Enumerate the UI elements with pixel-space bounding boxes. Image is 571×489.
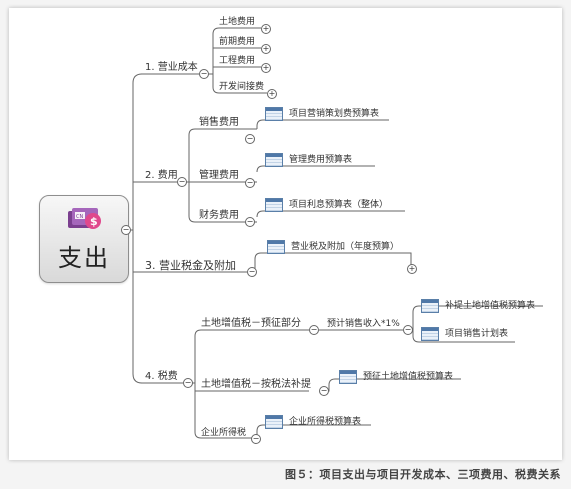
svg-text:$: $ [90,215,98,228]
node-lat-prepaid-toggle[interactable]: − [309,325,319,335]
node-lat-settlement[interactable]: 土地增值税－按税法补提 [201,379,311,390]
node-sales-expense[interactable]: 销售费用 [199,117,239,128]
table-icon [421,327,439,341]
card-text: CN [76,214,83,220]
node-finance-expense[interactable]: 财务费用 [199,210,239,221]
diagram-panel: CN $ 支出 − 1. 营业成本 − 土地费用 + 前期费用 + 工程费用 +… [9,8,562,460]
node-land-cost[interactable]: 土地费用 [219,17,256,27]
node-lat-settlement-toggle[interactable]: − [319,386,329,396]
table-admin-budget[interactable]: 管理费用预算表 [289,155,353,165]
root-node[interactable]: CN $ 支出 [39,195,129,283]
branch-operating-cost[interactable]: 1. 营业成本 [145,62,198,73]
node-estimated-sales-toggle[interactable]: − [403,325,413,335]
node-engineering-cost[interactable]: 工程费用 [219,56,256,66]
root-collapse-toggle[interactable]: − [121,225,131,235]
table-icon [267,240,285,254]
table-icon [265,415,283,429]
branch-taxes-toggle[interactable]: − [183,378,193,388]
node-indirect-cost[interactable]: 开发间接费 [219,82,265,92]
table-lat-supplement[interactable]: 补提土地增值税预算表 [445,301,536,311]
table-icon [265,107,283,121]
node-corporate-income-tax[interactable]: 企业所得税 [201,428,247,438]
node-engineering-cost-toggle[interactable]: + [261,63,271,73]
table-marketing-budget[interactable]: 项目营销策划费预算表 [289,109,380,119]
node-estimated-sales[interactable]: 预计销售收入*1% [327,319,400,329]
node-lat-prepaid[interactable]: 土地增值税－预征部分 [201,318,301,329]
table-sales-plan[interactable]: 项目销售计划表 [445,329,509,339]
node-sales-expense-toggle[interactable]: − [245,134,255,144]
branch-expenses[interactable]: 2. 费用 [145,170,178,181]
table-icon [265,153,283,167]
node-corporate-income-tax-toggle[interactable]: − [251,434,261,444]
table-icon [421,299,439,313]
branch-operating-cost-toggle[interactable]: − [199,69,209,79]
figure-caption: 图５：项目支出与项目开发成本、三项费用、税费关系 [285,468,561,481]
table-business-tax-toggle[interactable]: + [407,264,417,274]
branch-expenses-toggle[interactable]: − [177,177,187,187]
table-corporate-income-tax[interactable]: 企业所得税预算表 [289,417,362,427]
branch-taxes[interactable]: 4. 税费 [145,371,178,382]
table-icon [339,370,357,384]
money-card-icon: CN $ [68,208,101,229]
table-icon [265,198,283,212]
table-interest-budget[interactable]: 项目利息预算表（整体） [289,200,389,210]
node-land-cost-toggle[interactable]: + [261,24,271,34]
node-indirect-cost-toggle[interactable]: + [267,89,277,99]
branch-business-tax-toggle[interactable]: − [247,267,257,277]
node-admin-expense[interactable]: 管理费用 [199,170,239,181]
node-preliminary-cost-toggle[interactable]: + [261,44,271,54]
node-preliminary-cost[interactable]: 前期费用 [219,37,256,47]
table-lat-prepaid-budget[interactable]: 预征土地增值税预算表 [363,372,454,382]
node-admin-expense-toggle[interactable]: − [245,178,255,188]
node-finance-expense-toggle[interactable]: − [245,217,255,227]
branch-business-tax[interactable]: 3. 营业税金及附加 [145,259,236,272]
root-label: 支出 [58,244,110,272]
table-business-tax-annual[interactable]: 营业税及附加（年度预算） [291,242,400,252]
